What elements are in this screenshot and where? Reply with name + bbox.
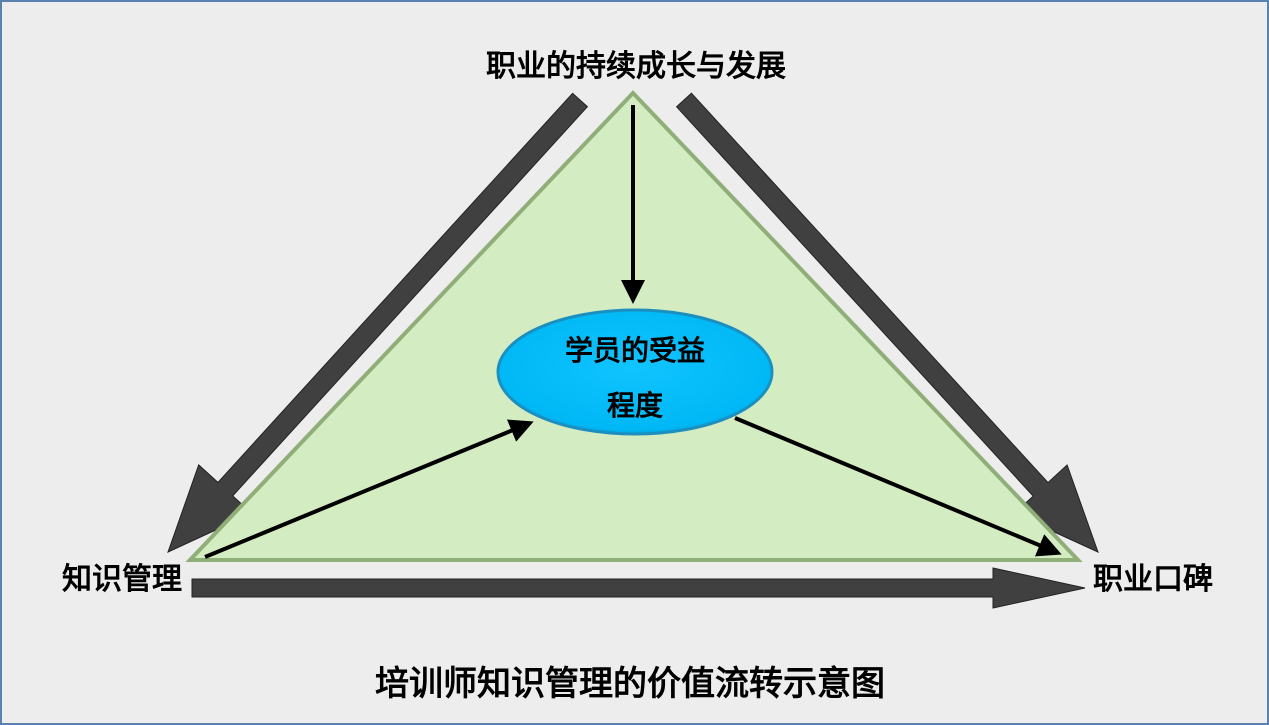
center-ellipse xyxy=(496,308,774,436)
diagram-caption: 培训师知识管理的价值流转示意图 xyxy=(375,664,885,704)
top-node-label: 职业的持续成长与发展 xyxy=(486,49,786,84)
arrow-left-to-center xyxy=(204,419,534,559)
center-label-line2: 程度 xyxy=(607,389,663,422)
block-arrow-bottom xyxy=(191,567,1086,609)
left-node-label: 知识管理 xyxy=(62,562,182,597)
block-arrow-right xyxy=(675,92,1099,553)
block-arrow-left xyxy=(167,92,589,553)
center-label-line1: 学员的受益 xyxy=(565,334,705,367)
arrow-center-to-right xyxy=(734,416,1062,557)
right-node-label: 职业口碑 xyxy=(1093,562,1213,597)
